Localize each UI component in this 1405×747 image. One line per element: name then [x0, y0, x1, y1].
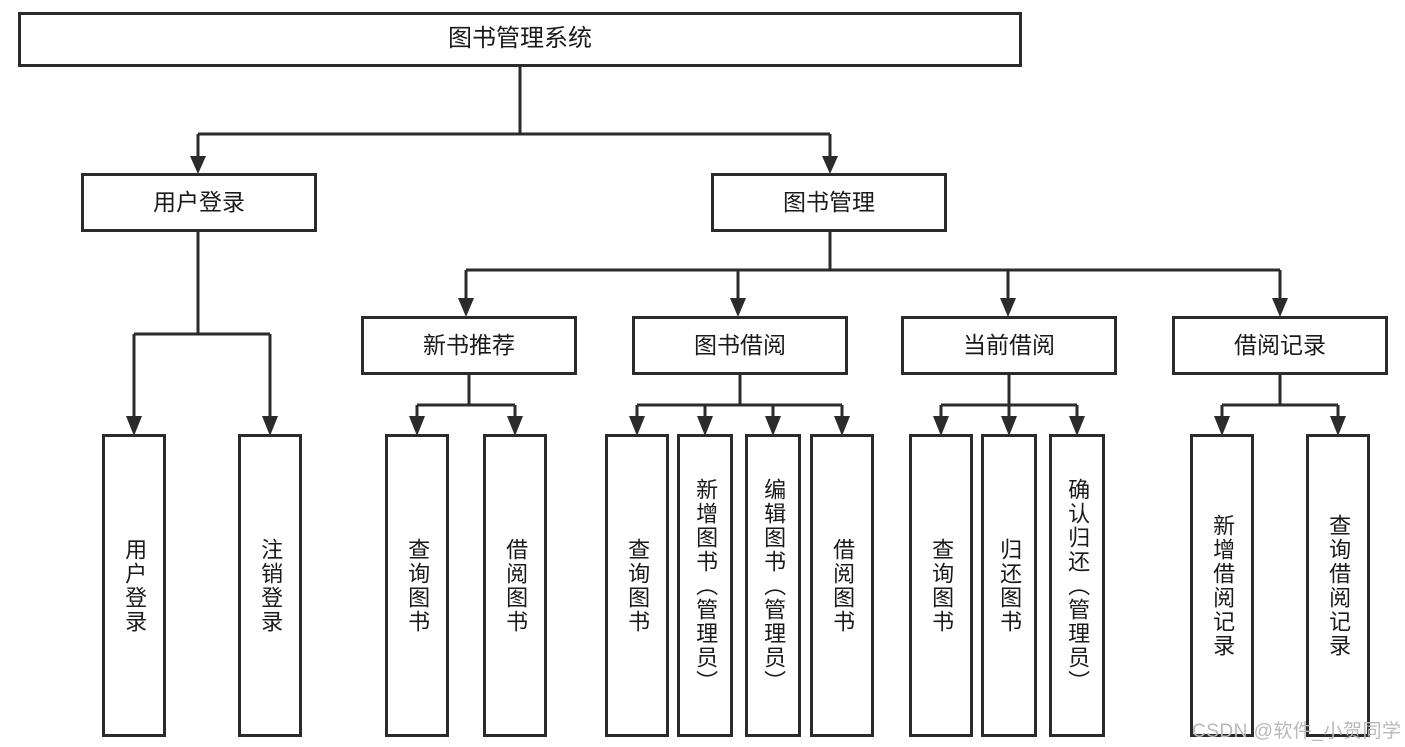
- leaf-current-borrow-return[interactable]: 归还图书: [981, 434, 1037, 737]
- node-label: 借阅记录: [1234, 331, 1326, 358]
- node-label: 当前借阅: [963, 331, 1055, 358]
- node-borrow-record[interactable]: 借阅记录: [1172, 316, 1388, 375]
- leaf-book-borrow-query[interactable]: 查询图书: [605, 434, 669, 737]
- node-label: 新书推荐: [423, 331, 515, 358]
- node-label: 归还图书: [997, 537, 1023, 634]
- node-label: 图书借阅: [694, 331, 786, 358]
- node-label: 用户登录: [153, 188, 245, 215]
- leaf-borrow-record-query[interactable]: 查询借阅记录: [1306, 434, 1370, 737]
- node-label: 新增借阅记录: [1210, 513, 1236, 658]
- node-label: 图书管理: [783, 188, 875, 215]
- node-current-borrow[interactable]: 当前借阅: [901, 316, 1117, 375]
- node-label: 查询图书: [405, 537, 431, 634]
- leaf-current-borrow-confirm-return[interactable]: 确认归还（管理员）: [1049, 434, 1105, 737]
- node-book-management[interactable]: 图书管理: [711, 173, 947, 232]
- leaf-new-book-query[interactable]: 查询图书: [385, 434, 449, 737]
- leaf-user-login-login[interactable]: 用户登录: [102, 434, 166, 737]
- leaf-user-login-logout[interactable]: 注销登录: [238, 434, 302, 737]
- node-label: 查询借阅记录: [1326, 513, 1352, 658]
- node-label: 查询图书: [929, 537, 955, 634]
- leaf-new-book-borrow[interactable]: 借阅图书: [483, 434, 547, 737]
- node-label: 查询图书: [625, 537, 651, 634]
- node-label: 新增图书（管理员）: [693, 477, 719, 694]
- leaf-book-borrow-borrow[interactable]: 借阅图书: [810, 434, 874, 737]
- watermark-text: CSDN @软件_小贺同学: [1192, 721, 1402, 742]
- node-label: 注销登录: [258, 537, 284, 634]
- node-root-system[interactable]: 图书管理系统: [18, 12, 1022, 67]
- leaf-book-borrow-edit[interactable]: 编辑图书（管理员）: [745, 434, 801, 737]
- node-book-borrow[interactable]: 图书借阅: [632, 316, 848, 375]
- leaf-current-borrow-query[interactable]: 查询图书: [909, 434, 973, 737]
- node-label: 确认归还（管理员）: [1065, 477, 1091, 694]
- node-label: 借阅图书: [503, 537, 529, 634]
- leaf-borrow-record-add[interactable]: 新增借阅记录: [1190, 434, 1254, 737]
- node-user-login[interactable]: 用户登录: [81, 173, 317, 232]
- node-label: 编辑图书（管理员）: [761, 477, 787, 694]
- node-new-book-recommend[interactable]: 新书推荐: [361, 316, 577, 375]
- leaf-book-borrow-add[interactable]: 新增图书（管理员）: [677, 434, 733, 737]
- node-label: 图书管理系统: [448, 25, 592, 53]
- node-label: 借阅图书: [830, 537, 856, 634]
- node-label: 用户登录: [122, 537, 148, 634]
